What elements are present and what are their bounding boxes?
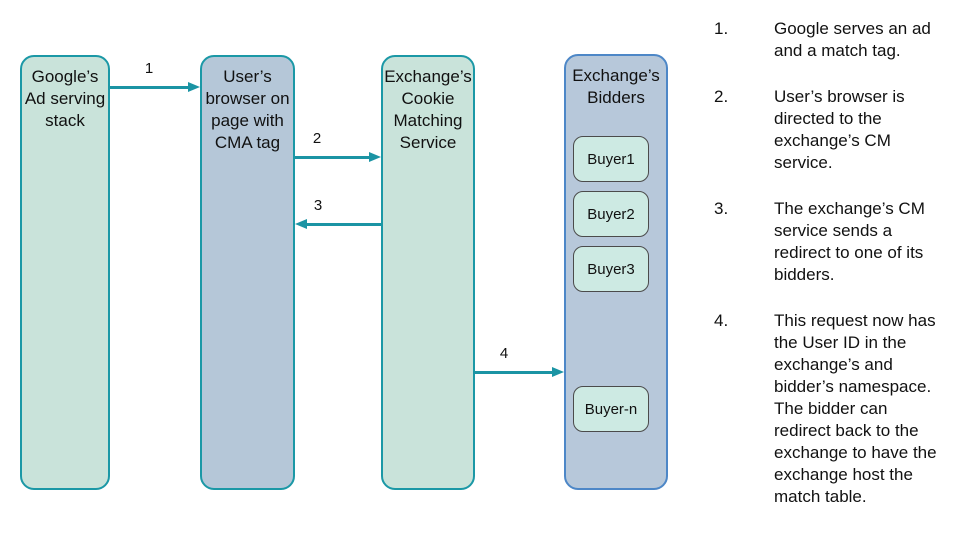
node-label: Exchange’s Bidders — [572, 66, 660, 107]
arrow-head — [188, 81, 200, 92]
step-number: 3. — [714, 199, 729, 218]
node-google-ad-serving-stack: Google’s Ad serving stack — [20, 55, 110, 490]
arrow-line — [473, 371, 554, 374]
node-label: Buyer1 — [587, 150, 635, 168]
node-label: User’s browser on page with CMA tag — [205, 67, 290, 152]
arrow-2-label: 2 — [312, 130, 322, 147]
node-user-browser: User’s browser on page with CMA tag — [200, 55, 295, 490]
node-buyer-2: Buyer2 — [573, 191, 649, 237]
step-text: User’s browser is directed to the exchan… — [774, 87, 905, 172]
step-item-3: 3. The exchange’s CM service sends a red… — [714, 198, 960, 286]
arrow-1: 1 — [110, 61, 200, 94]
arrow-line — [295, 156, 371, 159]
node-exchange-bidders: Exchange’s Bidders Buyer1 Buyer2 Buyer3 … — [564, 54, 668, 490]
arrow-head — [369, 151, 381, 162]
step-number: 4. — [714, 311, 729, 330]
steps-list: 1. Google serves an ad and a match tag. … — [714, 18, 960, 532]
step-item-1: 1. Google serves an ad and a match tag. — [714, 18, 960, 62]
node-label: Buyer-n — [584, 400, 638, 418]
arrow-4: 4 — [473, 346, 564, 379]
node-label: Exchange’s Cookie Matching Service — [384, 67, 472, 152]
step-item-2: 2. User’s browser is directed to the exc… — [714, 86, 960, 174]
node-exchange-cookie-matching-service: Exchange’s Cookie Matching Service — [381, 55, 475, 490]
arrow-head — [295, 218, 307, 229]
arrow-4-label: 4 — [499, 345, 509, 362]
step-text: This request now has the User ID in the … — [774, 311, 937, 506]
arrow-3-label: 3 — [313, 197, 323, 214]
arrow-1-label: 1 — [144, 60, 154, 77]
node-label: Buyer3 — [587, 260, 635, 278]
arrow-2: 2 — [295, 131, 381, 164]
node-label: Google’s Ad serving stack — [24, 67, 106, 130]
arrow-3: 3 — [295, 198, 381, 231]
step-text: The exchange’s CM service sends a redire… — [774, 199, 925, 284]
node-buyer-1: Buyer1 — [573, 136, 649, 182]
step-item-4: 4. This request now has the User ID in t… — [714, 310, 960, 508]
node-label: Buyer2 — [587, 205, 635, 223]
step-number: 2. — [714, 87, 729, 106]
step-number: 1. — [714, 19, 729, 38]
arrow-line — [305, 223, 381, 226]
node-buyer-3: Buyer3 — [573, 246, 649, 292]
node-buyer-n: Buyer-n — [573, 386, 649, 432]
arrow-head — [552, 366, 564, 377]
step-text: Google serves an ad and a match tag. — [774, 19, 931, 60]
arrow-line — [110, 86, 190, 89]
